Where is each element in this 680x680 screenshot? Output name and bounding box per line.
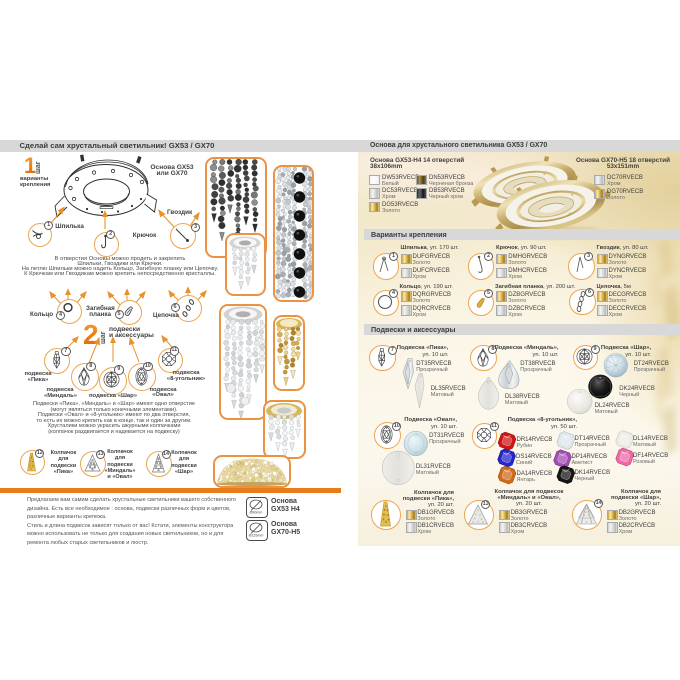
svg-text:Ø125mm: Ø125mm (249, 534, 264, 538)
svg-text:Ø90mm: Ø90mm (250, 511, 263, 515)
